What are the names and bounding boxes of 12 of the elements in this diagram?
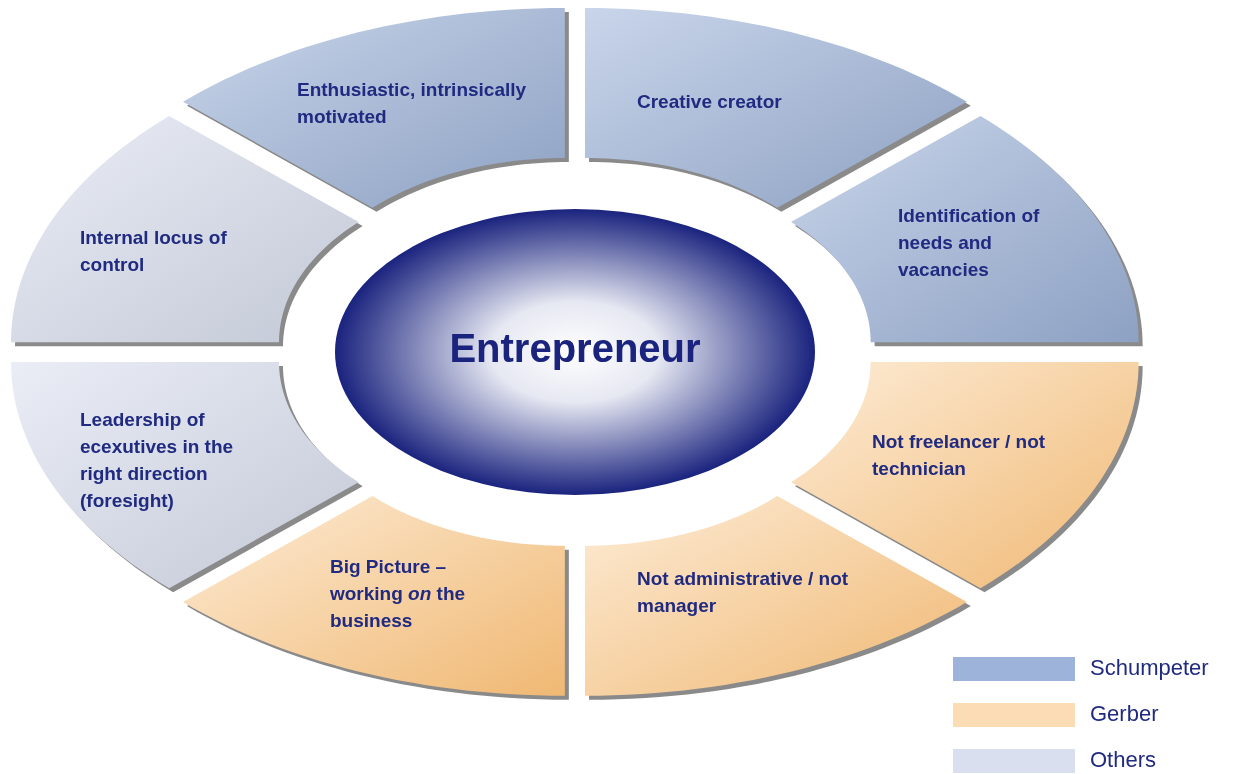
segment-label: Internal locus of control bbox=[80, 226, 228, 277]
legend-label: Others bbox=[1090, 747, 1157, 773]
center-label: Entrepreneur bbox=[448, 326, 702, 371]
segment-label: Big Picture – working on the business bbox=[330, 555, 467, 633]
segment-label: Not administrative / not manager bbox=[637, 567, 850, 618]
segment-label: Identification of needs and vacancies bbox=[898, 204, 1041, 282]
segment-label: Enthusiastic, intrinsically motivated bbox=[297, 78, 528, 129]
segment-label: Creative creator bbox=[637, 90, 783, 114]
legend-label: Schumpeter bbox=[1090, 655, 1209, 681]
segment-label: Not freelancer / not technician bbox=[872, 430, 1047, 481]
legend-label: Gerber bbox=[1090, 701, 1159, 727]
segment-label: Leadership of ecexutives in the right direction (foresight) bbox=[80, 408, 235, 513]
